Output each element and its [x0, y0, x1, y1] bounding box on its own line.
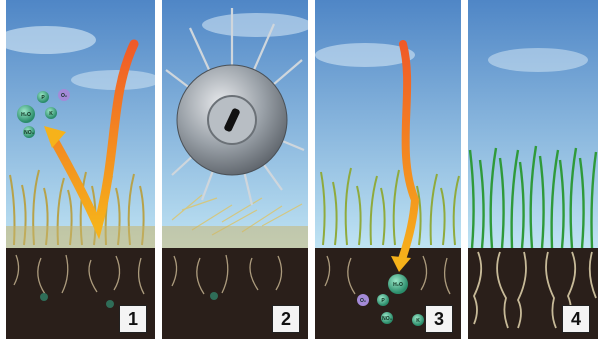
sky	[468, 0, 598, 248]
panel-number-badge: 4	[562, 305, 590, 333]
panel-1: H₂O P K NO₃ O₂ 1	[6, 0, 155, 339]
panel-number-badge: 2	[272, 305, 300, 333]
nutrient-label: O₂	[61, 93, 67, 99]
nutrient-label: NO₃	[382, 316, 393, 322]
panel-2-illustration	[162, 0, 308, 339]
panel-1-illustration: H₂O P K NO₃ O₂	[6, 0, 155, 339]
panel-3-illustration: H₂O P K NO₃ O₂	[315, 0, 461, 339]
thatch-layer	[6, 226, 155, 248]
panel-number-badge: 1	[119, 305, 147, 333]
panel-3: H₂O P K NO₃ O₂ 3	[315, 0, 461, 339]
thatch-layer	[162, 226, 308, 248]
panel-number-badge: 3	[425, 305, 453, 333]
panel-2: 2	[162, 0, 308, 339]
cloud	[488, 48, 588, 72]
nutrient-orb-icon	[210, 292, 218, 300]
nutrient-label: O₂	[360, 298, 366, 304]
nutrient-orb-icon	[106, 300, 114, 308]
nutrient-label: H₂O	[21, 112, 31, 118]
nutrient-label: K	[416, 318, 420, 324]
nutrient-label: NO₃	[24, 130, 35, 136]
nutrient-orb-icon	[40, 293, 48, 301]
panel-4: 4	[468, 0, 598, 339]
nutrient-label: K	[49, 111, 53, 117]
cloud	[202, 13, 308, 37]
panel-4-illustration	[468, 0, 598, 339]
nutrient-label: H₂O	[393, 282, 403, 288]
